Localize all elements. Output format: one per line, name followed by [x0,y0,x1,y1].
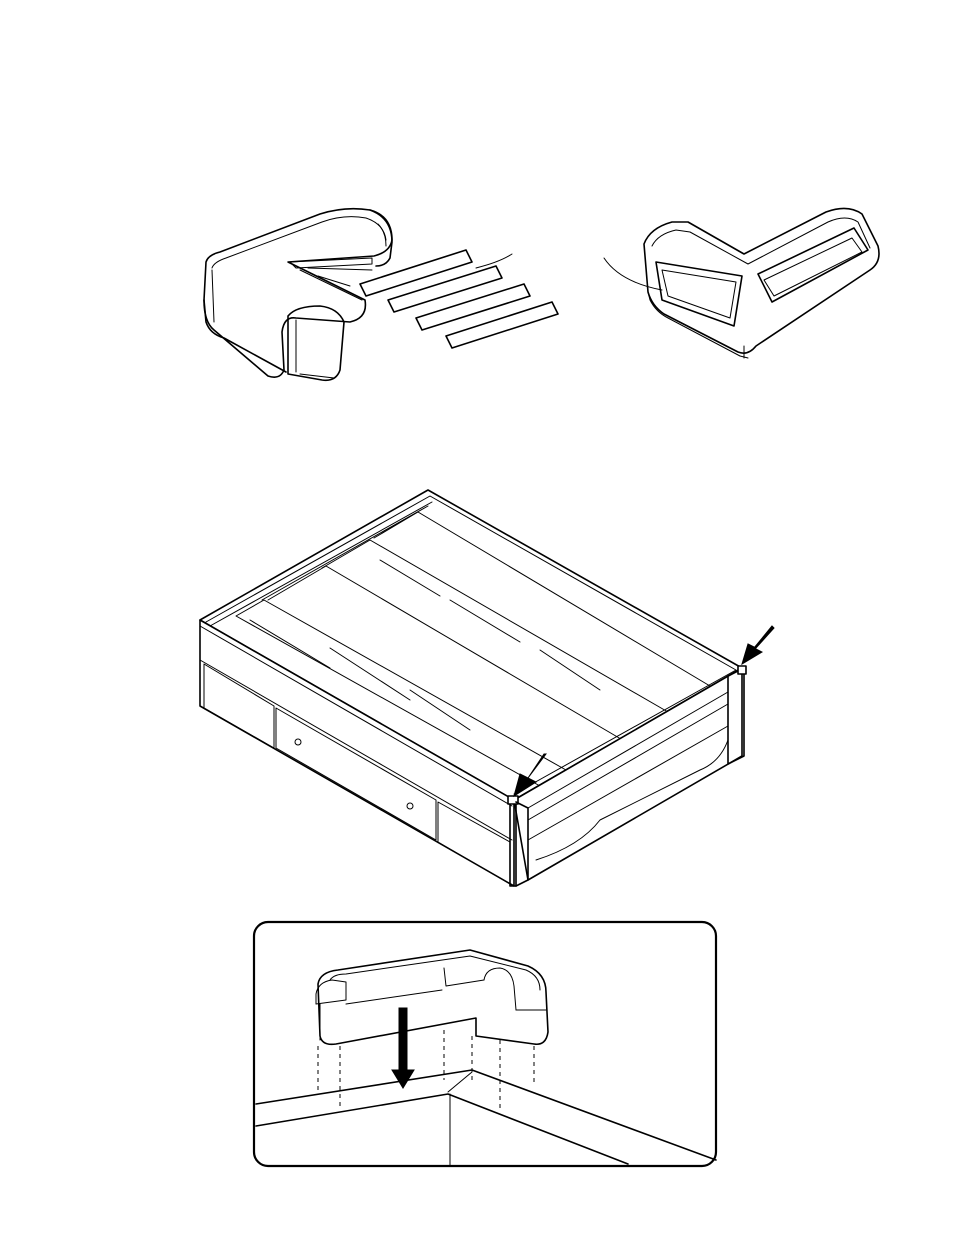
corner-cap-underside [604,208,879,358]
bed-frame [200,490,746,886]
adhesive-strips [360,250,558,348]
pointer-arrow-icon [742,626,774,664]
corner-cap-top-view [204,209,392,381]
detail-corner-cap-placement [254,922,716,1166]
